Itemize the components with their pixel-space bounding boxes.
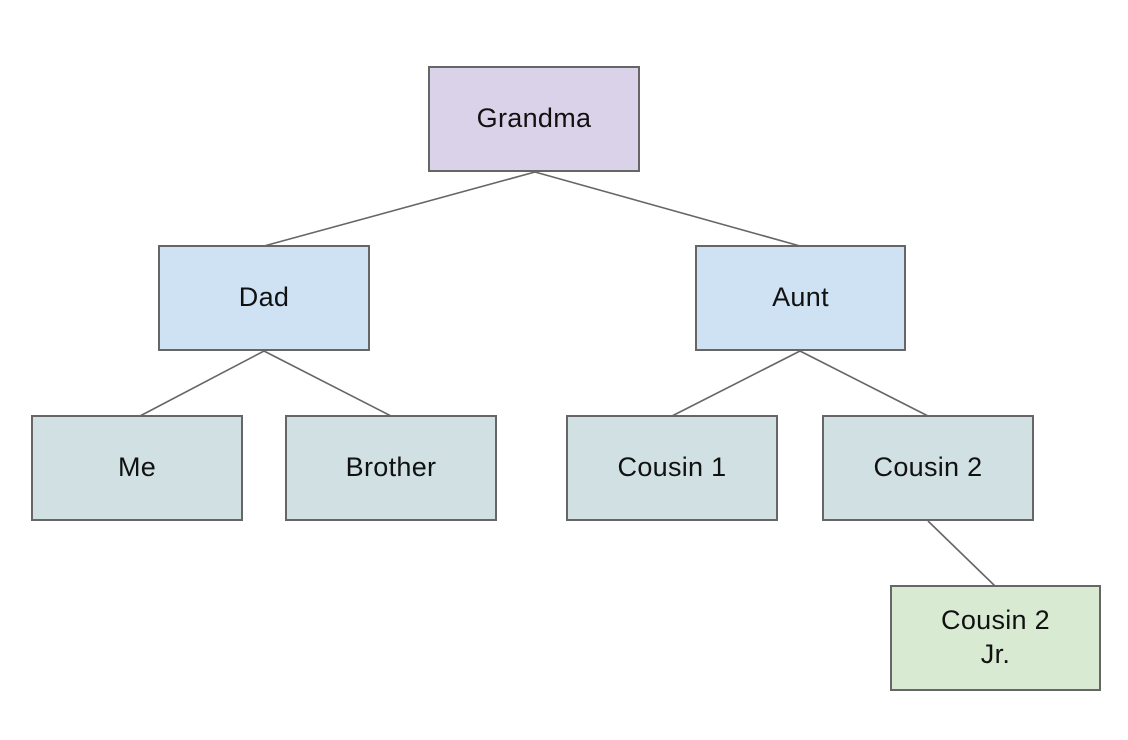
node-cousin-2-jr-label: Cousin 2 Jr. [941, 605, 1050, 669]
node-aunt-label: Aunt [772, 282, 829, 313]
edge-grandma-aunt [534, 171, 801, 247]
node-cousin-2[interactable]: Cousin 2 [822, 415, 1034, 521]
node-aunt[interactable]: Aunt [695, 245, 906, 351]
node-cousin-2-label: Cousin 2 [873, 452, 983, 483]
node-dad-label: Dad [238, 282, 290, 313]
edge-aunt-cousin2 [799, 350, 929, 417]
edge-dad-brother [263, 350, 392, 417]
node-brother[interactable]: Brother [285, 415, 497, 521]
edge-aunt-cousin1 [671, 350, 801, 417]
node-brother-label: Brother [345, 452, 437, 483]
node-cousin-1[interactable]: Cousin 1 [566, 415, 778, 521]
node-me-label: Me [117, 452, 157, 483]
node-dad[interactable]: Dad [158, 245, 370, 351]
node-grandma-label: Grandma [476, 103, 592, 134]
node-cousin-1-label: Cousin 1 [617, 452, 727, 483]
edge-cousin2-cousin2jr [927, 520, 996, 587]
edge-dad-me [139, 350, 265, 417]
node-cousin-2-jr[interactable]: Cousin 2 Jr. [890, 585, 1101, 691]
node-grandma[interactable]: Grandma [428, 66, 640, 172]
node-me[interactable]: Me [31, 415, 243, 521]
edge-grandma-dad [263, 171, 536, 247]
